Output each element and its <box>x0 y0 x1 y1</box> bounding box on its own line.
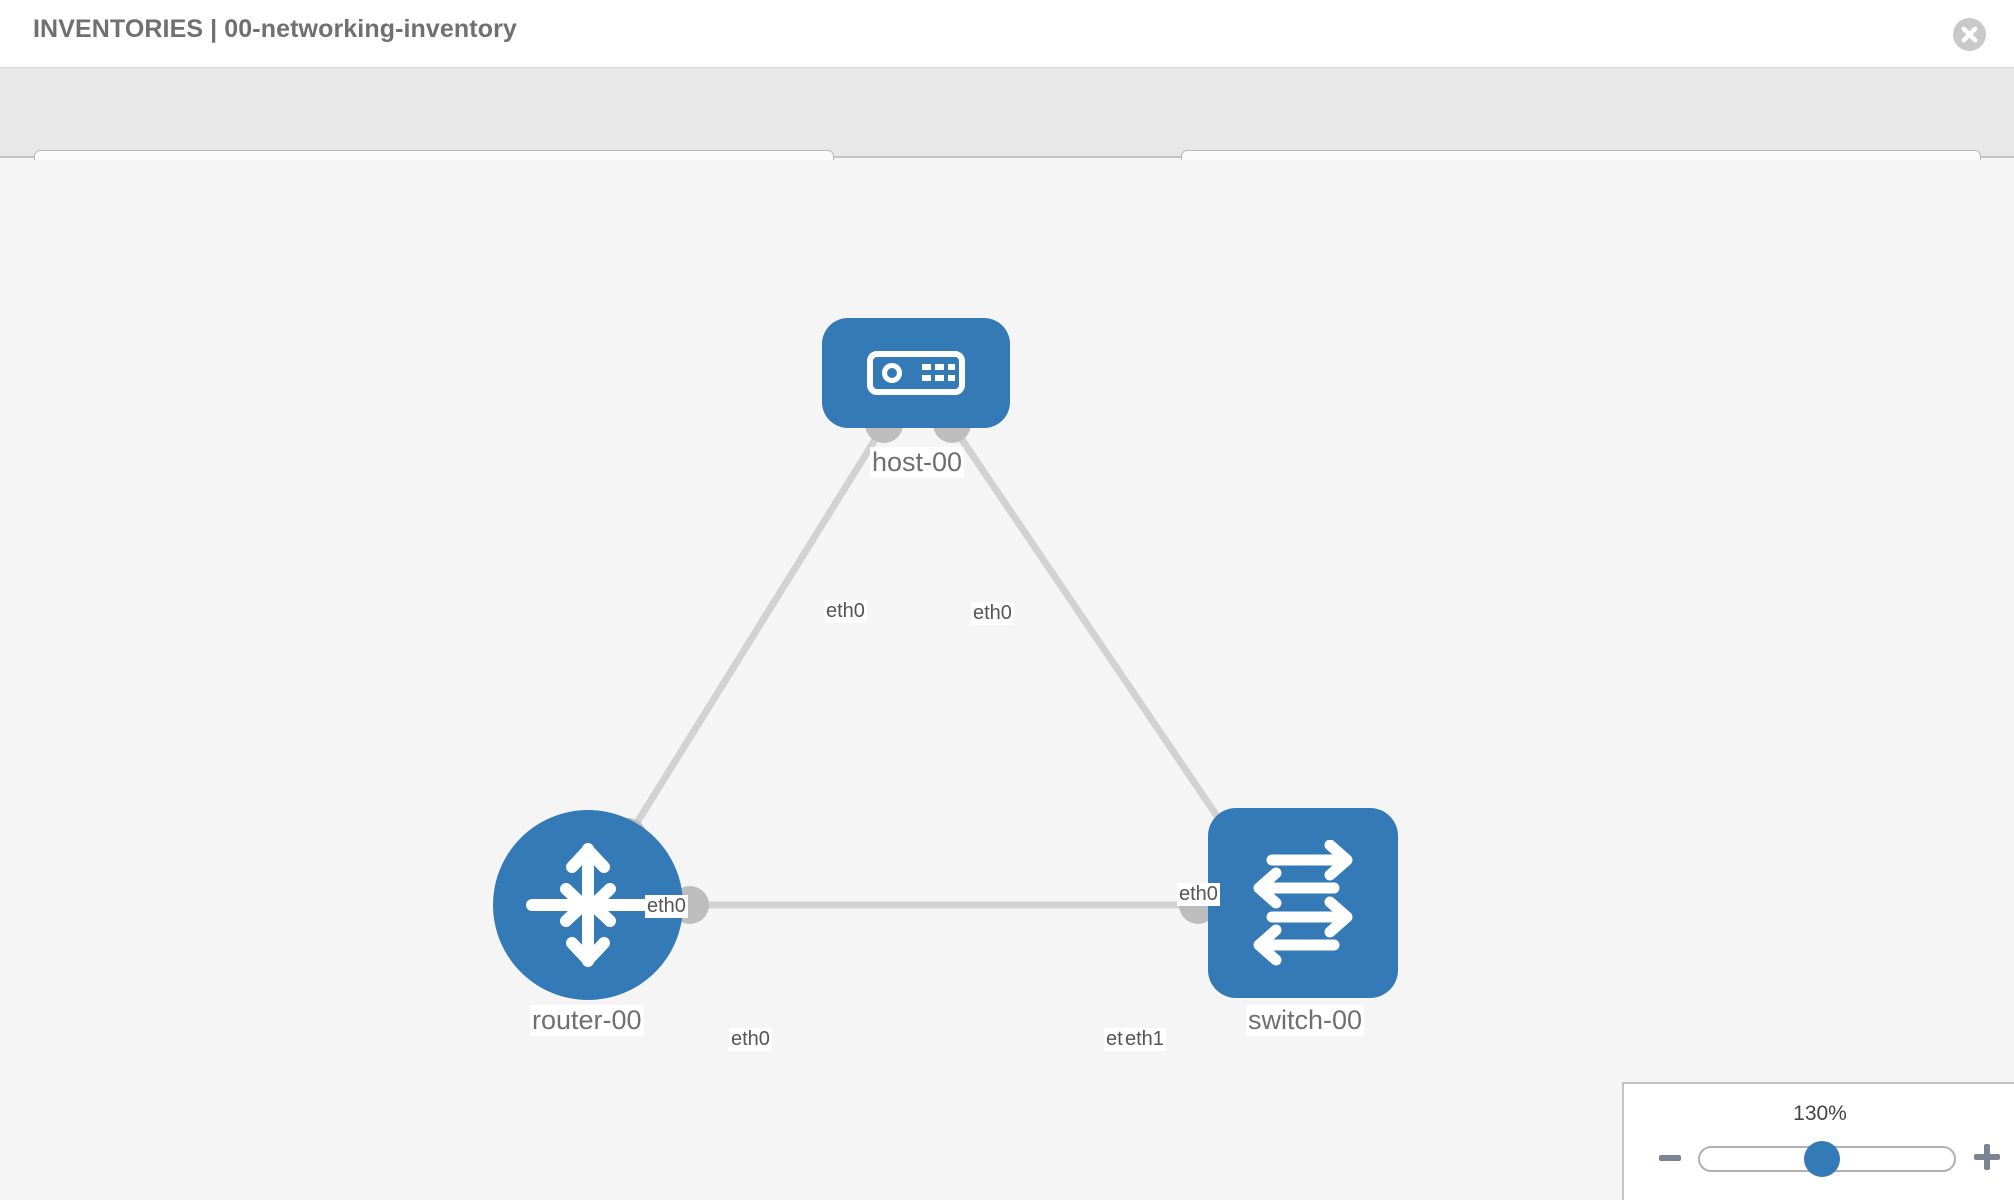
node-host-00[interactable] <box>822 318 1010 428</box>
zoom-control-panel: 130% <box>1622 1082 2014 1200</box>
edge-host-router <box>617 420 889 852</box>
zoom-slider-thumb[interactable] <box>1804 1141 1840 1177</box>
zoom-slider[interactable] <box>1698 1141 1956 1177</box>
edge-lines <box>617 420 1243 909</box>
zoom-out-button[interactable] <box>1656 1144 1684 1172</box>
page-header: INVENTORIES | 00-networking-inventory <box>0 0 2014 68</box>
zoom-level-label: 130% <box>1793 1102 1847 1125</box>
topology-edges <box>609 405 1252 924</box>
router-arrows-icon <box>526 843 650 967</box>
minus-icon <box>1659 1155 1681 1161</box>
edge-connectors <box>609 405 1252 924</box>
edge-host-switch <box>947 420 1243 852</box>
switch-arrows-icon <box>1253 840 1353 966</box>
server-icon <box>867 351 965 395</box>
zoom-in-button[interactable] <box>1972 1142 2002 1172</box>
node-router-00[interactable] <box>493 810 683 1000</box>
plus-icon <box>1974 1144 2000 1170</box>
node-switch-00[interactable] <box>1208 808 1398 998</box>
topology-canvas[interactable]: host-00 router-00 switch-00 eth0 eth0 et… <box>0 160 2014 1200</box>
page-title: INVENTORIES | 00-networking-inventory <box>33 15 517 43</box>
toolbar: ACTIONS SEARCH <box>0 68 2014 200</box>
close-icon[interactable] <box>1953 18 1986 51</box>
